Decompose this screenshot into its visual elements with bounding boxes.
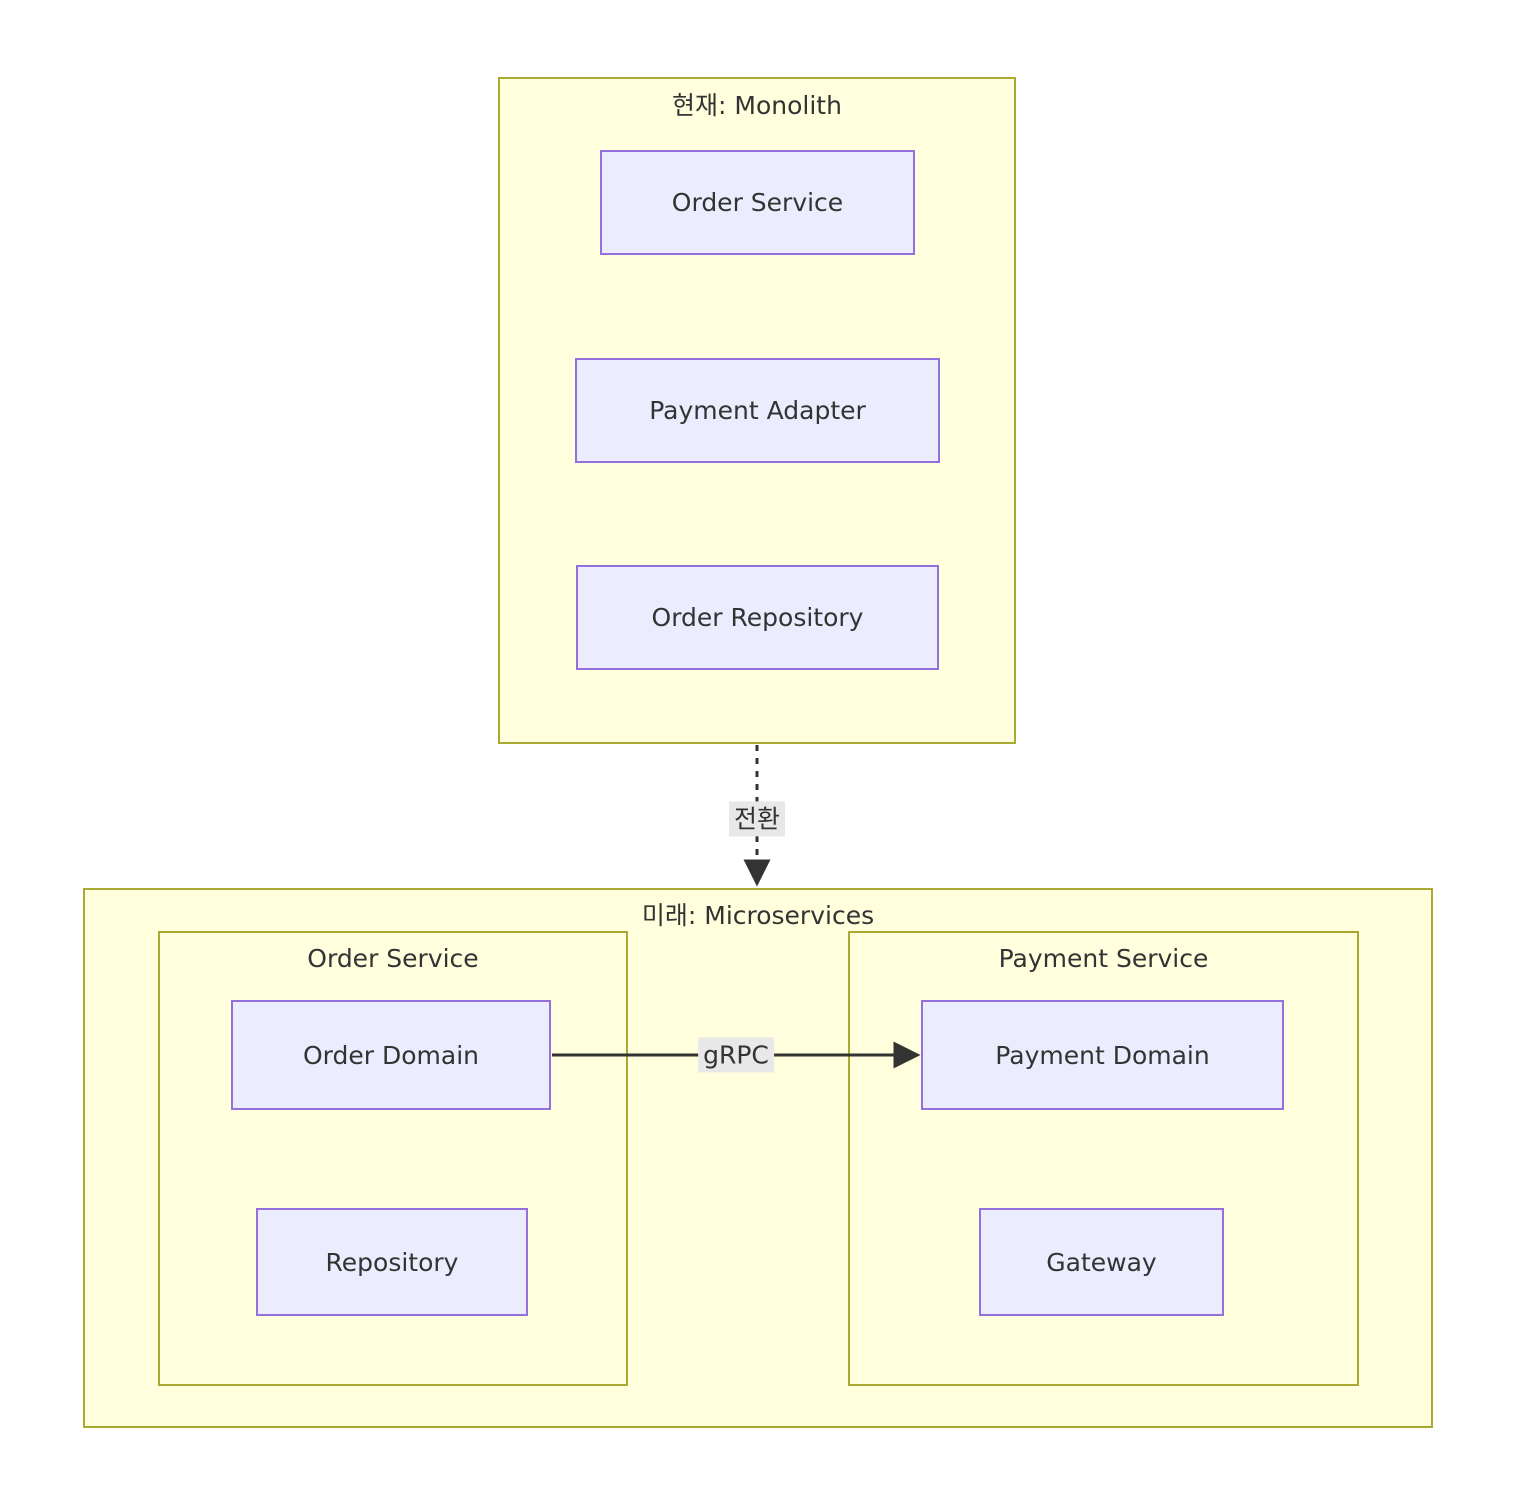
node-repository[interactable]: Repository xyxy=(256,1208,528,1316)
edge-label-grpc: gRPC xyxy=(698,1037,774,1073)
node-order-service[interactable]: Order Service xyxy=(600,150,915,255)
node-payment-domain[interactable]: Payment Domain xyxy=(921,1000,1284,1110)
cluster-microservices-title: 미래: Microservices xyxy=(641,901,875,930)
node-gateway[interactable]: Gateway xyxy=(979,1208,1224,1316)
edge-label-transition: 전환 xyxy=(728,801,786,837)
cluster-monolith-title: 현재: Monolith xyxy=(672,91,842,120)
cluster-payment-service-title: Payment Service xyxy=(998,944,1209,973)
node-order-domain[interactable]: Order Domain xyxy=(231,1000,551,1110)
cluster-order-service-title: Order Service xyxy=(307,944,479,973)
node-payment-adapter[interactable]: Payment Adapter xyxy=(575,358,940,463)
node-order-repository[interactable]: Order Repository xyxy=(576,565,939,670)
